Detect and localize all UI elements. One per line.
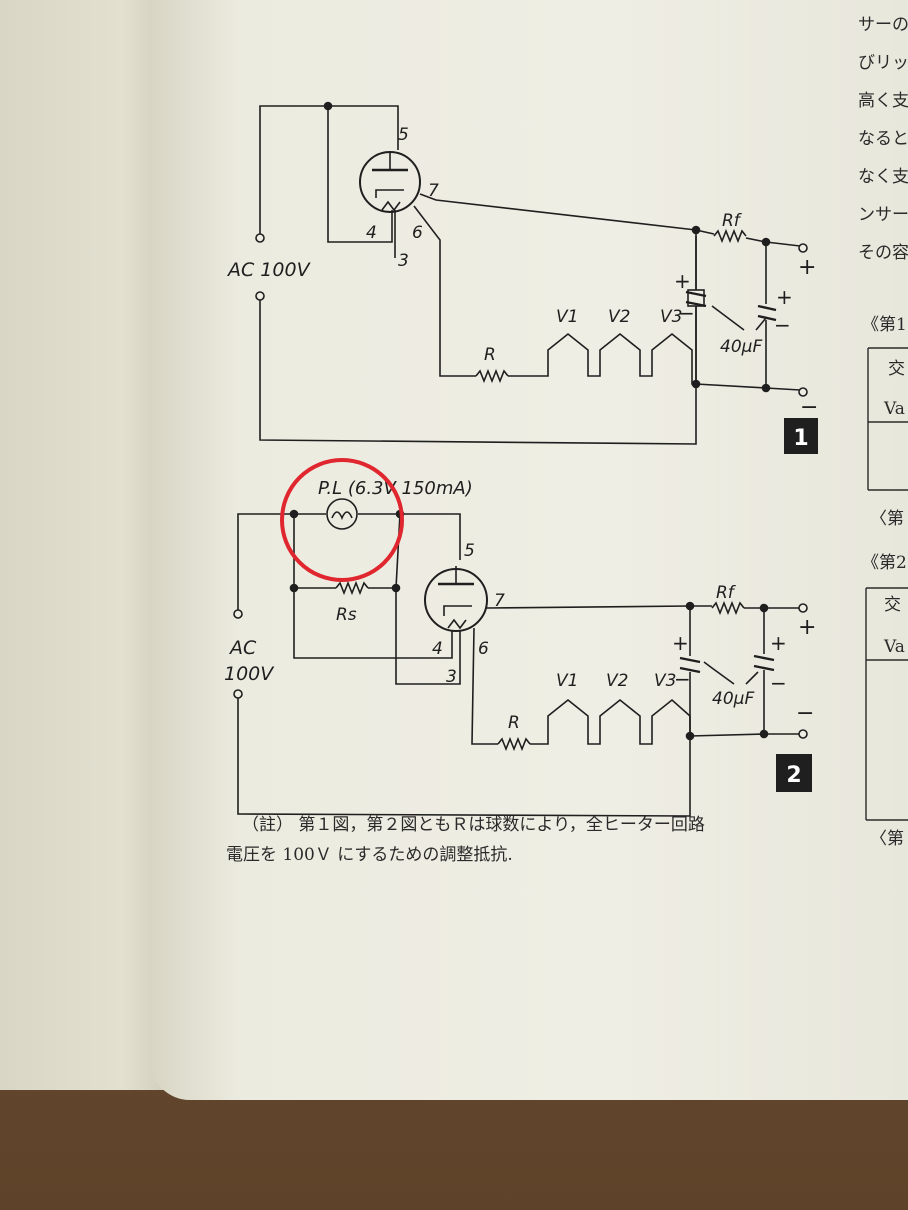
- fig2-rf-label: Rf: [716, 583, 737, 603]
- fig2-pin7: 7: [494, 591, 505, 611]
- book-page: [150, 0, 908, 1100]
- fig2-cap2-minus: −: [770, 671, 787, 695]
- side-label-2: Va: [883, 399, 905, 419]
- fig2-v3-label: V3: [654, 671, 676, 691]
- fig2-out-plus: +: [798, 615, 816, 640]
- side-label-6: Va: [883, 637, 905, 657]
- fig1-out-minus: −: [800, 395, 818, 420]
- fig2-v2-label: V2: [606, 671, 628, 691]
- fig1-cap2-plus: +: [776, 285, 793, 309]
- fig2-out-minus: −: [796, 701, 814, 726]
- fig1-v1-label: V1: [556, 307, 578, 327]
- circuit-diagrams: 5 7 4 6 3 AC 100V Rf R V1 V2 V3 40μF + −…: [224, 15, 908, 849]
- fig2-pin6: 6: [478, 639, 489, 659]
- fig1-pin6: 6: [412, 223, 423, 243]
- side-label-3: 〈第: [870, 509, 904, 529]
- fig2-r-label: R: [508, 713, 520, 733]
- fig1-pin7: 7: [428, 181, 439, 201]
- side-label-5: 交: [884, 595, 901, 615]
- fig1-v3-label: V3: [660, 307, 682, 327]
- left-page: [0, 0, 175, 1090]
- fig1-pin4: 4: [366, 223, 377, 243]
- side-text-0: サーの: [858, 15, 908, 35]
- side-text-3: なると: [858, 129, 908, 149]
- fig1-number: 1: [793, 426, 808, 451]
- side-text-6: その容: [858, 243, 908, 263]
- footnote-line-2: 電圧を 100Ｖ にするための調整抵抗.: [226, 845, 513, 865]
- fig1-rf-label: Rf: [722, 211, 743, 231]
- fig2-pin3: 3: [446, 667, 457, 687]
- fig1-pin3: 3: [398, 251, 409, 271]
- fig1-pin5: 5: [398, 125, 409, 145]
- fig1-r-label: R: [484, 345, 496, 365]
- fig1-out-plus: +: [798, 255, 816, 280]
- red-highlight-circle: [280, 458, 404, 582]
- side-text-4: なく支: [858, 167, 908, 187]
- fig2-cap-label: 40μF: [712, 689, 754, 709]
- footnote-line-1: （註） 第１図，第２図ともＲは球数により，全ヒーター回路: [242, 815, 705, 835]
- side-text-5: ンサー: [858, 205, 908, 225]
- fig1-number-box: [784, 418, 818, 454]
- figure-2: [233, 498, 808, 817]
- fig2-pin4: 4: [432, 639, 443, 659]
- fig2-number-box: [776, 754, 812, 792]
- side-text-2: 高く支: [858, 91, 908, 111]
- fig1-source-label: AC 100V: [226, 259, 312, 281]
- fig2-v1-label: V1: [556, 671, 578, 691]
- fig1-cap1-minus: −: [678, 301, 695, 325]
- fig1-cap1-plus: +: [674, 269, 691, 293]
- fig2-rs-label: Rs: [336, 605, 357, 625]
- fig1-cap2-minus: −: [774, 313, 791, 337]
- side-label-0: 《第1: [862, 315, 907, 335]
- side-label-7: 〈第: [870, 829, 904, 849]
- side-label-4: 《第2: [862, 553, 907, 573]
- fig2-number: 2: [786, 763, 801, 788]
- fig2-cap1-plus: +: [672, 631, 689, 655]
- fig2-cap2-plus: +: [770, 631, 787, 655]
- fig1-v2-label: V2: [608, 307, 630, 327]
- fig2-source-label-2: 100V: [224, 663, 275, 685]
- side-text-1: びリッ: [858, 53, 908, 73]
- fig2-cap1-minus: −: [674, 667, 691, 691]
- figure-1: [255, 101, 808, 445]
- side-label-1: 交: [888, 359, 905, 379]
- fig1-cap-label: 40μF: [720, 337, 762, 357]
- fig2-pin5: 5: [464, 541, 475, 561]
- fig2-source-label-1: AC: [228, 637, 257, 659]
- side-table-lines: [865, 347, 908, 821]
